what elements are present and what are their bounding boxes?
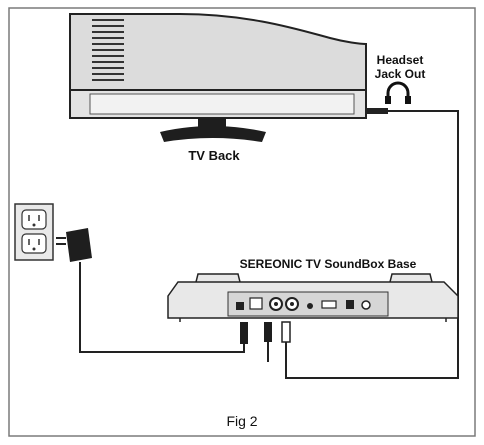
headset-label-line1: Headset — [377, 53, 424, 67]
tv-back — [69, 13, 367, 142]
base-plugs — [240, 321, 291, 362]
rca-plug — [264, 322, 272, 342]
headset-cable — [285, 108, 459, 379]
tv-stand-base — [160, 126, 266, 142]
tv-back-label: TV Back — [188, 148, 240, 163]
switch-port — [346, 300, 354, 309]
optical-port — [249, 297, 263, 310]
power-button-port — [361, 300, 371, 310]
dc-plug — [240, 322, 248, 344]
dc-port — [236, 302, 244, 310]
usb-port — [321, 300, 337, 309]
aux-port — [307, 303, 313, 309]
tv-stand-neck — [198, 118, 226, 128]
power-adapter-icon — [56, 228, 245, 353]
tv-vents — [92, 19, 124, 81]
headset-label-line2: Jack Out — [375, 67, 426, 81]
figure-caption: Fig 2 — [226, 413, 257, 429]
soundbox-base — [167, 273, 459, 322]
soundbox-label: SEREONIC TV SoundBox Base — [240, 257, 417, 271]
aux-plug — [281, 321, 291, 343]
wall-outlet-icon — [14, 203, 54, 261]
tv-bottom-inner — [89, 93, 355, 115]
headset-plug — [366, 108, 388, 114]
power-cable — [79, 262, 245, 353]
headphones-icon — [385, 81, 411, 104]
